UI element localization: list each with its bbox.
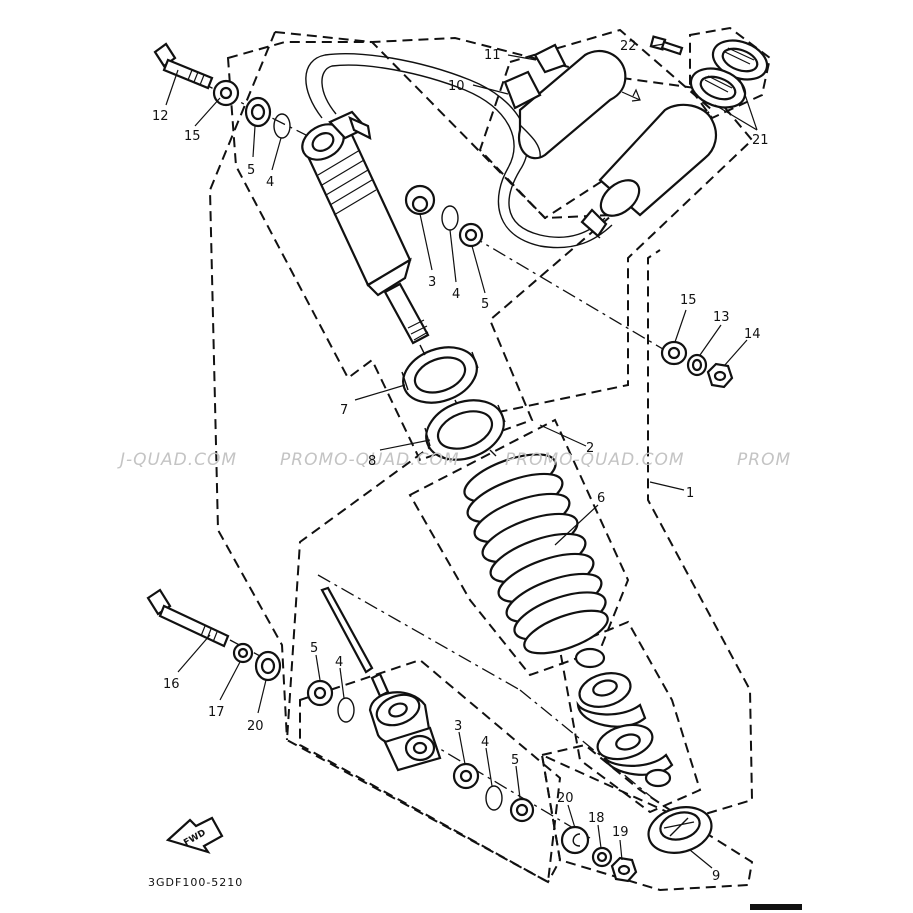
damper-2-outline: [226, 41, 615, 462]
callout-5: 5: [511, 753, 519, 768]
bump-rubber-stack: [574, 647, 674, 788]
callout-6: 6: [597, 491, 605, 506]
callout-5: 5: [247, 163, 255, 178]
reservoir-clamp-21: [689, 39, 769, 109]
diagram-code: 3GDF100-5210: [148, 876, 243, 889]
spring-seat-7: [401, 344, 479, 411]
leader-lines: [165, 43, 758, 869]
watermark-text: J-QUAD.COM: [117, 450, 237, 470]
bump-rubber-outline: [558, 620, 702, 814]
callout-labels: 1 2 3 3 4 4 4 4 5 5 5 5 6 7 8 9 10 11 12…: [152, 39, 769, 884]
callout-19: 19: [612, 825, 629, 840]
damper-body: [301, 110, 412, 297]
watermarks: J-QUAD.COM PROMO-QUAD.COM PROMO-QUAD.COM…: [117, 450, 791, 470]
page-mark: [750, 904, 802, 910]
callout-4: 4: [266, 175, 274, 190]
circlip-4-lower-left: [337, 697, 355, 723]
circlip-4-lower-right: [485, 785, 503, 811]
spring-6-outline: [408, 418, 630, 677]
piston-rod: [383, 282, 430, 345]
collar-20-right: [560, 825, 590, 855]
cap-piece-10: [503, 70, 542, 110]
reservoir-tank: [580, 103, 718, 239]
callout-22: 22: [620, 39, 637, 54]
lower-bracket: [368, 691, 442, 772]
callout-4: 4: [481, 735, 489, 750]
lower-bracket-outline: [299, 658, 562, 884]
callout-18: 18: [588, 811, 605, 826]
bolt-12: [153, 42, 214, 90]
cap-piece-11: [533, 43, 567, 74]
axis-rod: [317, 574, 521, 691]
callout-15: 15: [184, 129, 201, 144]
callout-4: 4: [452, 287, 460, 302]
callout-7: 7: [340, 403, 348, 418]
watermark-text: PROM: [737, 450, 791, 470]
lower-right-outline: [540, 743, 754, 892]
bolt-16: [146, 588, 230, 648]
circlip-4-upper-left: [273, 113, 291, 139]
callout-13: 13: [713, 310, 730, 325]
coil-spring-6: [463, 453, 609, 655]
bushings-washers: [212, 79, 734, 883]
axis-upper-right: [469, 234, 669, 353]
callout-10: 10: [448, 79, 465, 94]
circlip-4-upper-right: [441, 205, 459, 231]
callout-20: 20: [247, 719, 264, 734]
callout-21: 21: [752, 133, 769, 148]
callout-15: 15: [680, 293, 697, 308]
callout-3: 3: [454, 719, 462, 734]
callout-5: 5: [481, 297, 489, 312]
reservoir-sleeve-10: [517, 49, 627, 160]
group-outlines: [208, 26, 772, 892]
pushrod: [320, 586, 390, 698]
callout-16: 16: [163, 677, 180, 692]
axis-lower-right: [424, 739, 591, 839]
callout-8: 8: [368, 454, 376, 469]
callout-5: 5: [310, 641, 318, 656]
callout-17: 17: [208, 705, 225, 720]
callout-12: 12: [152, 109, 169, 124]
callout-3: 3: [428, 275, 436, 290]
clamp-group-outline: [689, 26, 772, 120]
callout-1: 1: [686, 486, 694, 501]
watermark-text: PROMO-QUAD.COM: [280, 450, 460, 470]
reservoir-cap-group: [503, 43, 641, 160]
reservoir-hose: [305, 53, 613, 249]
callout-4: 4: [335, 655, 343, 670]
forward-direction-arrow-icon: FWD: [165, 816, 224, 854]
callout-20: 20: [557, 791, 574, 806]
axis-rod-2: [519, 689, 656, 801]
callout-11: 11: [484, 48, 501, 63]
reservoir-group-outline: [478, 28, 714, 220]
watermark-text: PROMO-QUAD.COM: [505, 450, 685, 470]
axis-lower-bolt: [229, 639, 276, 665]
callout-9: 9: [712, 869, 720, 884]
callout-14: 14: [744, 327, 761, 342]
spring-seat-8: [424, 399, 506, 461]
callout-2: 2: [586, 441, 594, 456]
